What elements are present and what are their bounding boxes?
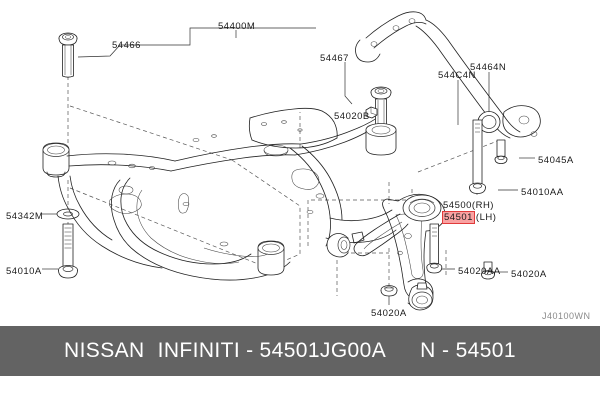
- callout-54464N: 54464N: [470, 62, 507, 73]
- brace-bar-544C4N: [355, 11, 541, 139]
- nut-54020A-right: [481, 261, 495, 280]
- callout-54020A-left: 54020A: [371, 308, 407, 319]
- callout-544C4N: 544C4N: [438, 70, 476, 81]
- callout-54010AA: 54010AA: [521, 187, 564, 198]
- bolt-54010A: [58, 223, 78, 279]
- banner-part-code: N - 54501: [420, 339, 516, 362]
- bolt-54020AA: [426, 223, 443, 274]
- callout-54466: 54466: [112, 40, 141, 51]
- callout-54020A-right: 54020A: [511, 269, 547, 280]
- nut-54020A-left: [380, 285, 398, 297]
- banner-brand-infiniti: INFINITI: [157, 339, 241, 362]
- bolt-54010AA: [469, 119, 486, 194]
- callout-54045A: 54045A: [538, 155, 574, 166]
- callout-54020AA: 54020AA: [458, 266, 501, 277]
- callout-54467: 54467: [320, 53, 349, 64]
- callout-54010A: 54010A: [6, 266, 42, 277]
- callout-54342M: 54342M: [6, 211, 44, 222]
- bolt-54466: [58, 32, 78, 78]
- highlighted-part-number: 54501: [442, 211, 475, 224]
- bolt-54045A: [494, 139, 508, 164]
- brand-banner: NISSAN INFINITI - 54501JG00A N - 54501: [0, 326, 600, 376]
- brand-banner-content: NISSAN INFINITI - 54501JG00A N - 54501: [0, 339, 600, 363]
- nut-54020B: [365, 106, 378, 119]
- callout-54400M: 54400M: [218, 21, 256, 32]
- banner-brand-nissan: NISSAN: [64, 339, 145, 362]
- callout-54501-lh-row: 54501(LH): [442, 211, 497, 224]
- stud-54467: [365, 86, 397, 156]
- banner-separator: -: [246, 339, 254, 362]
- washer-54342M: [56, 208, 80, 220]
- bushing-ring-54464N: [477, 111, 501, 133]
- callout-54500-rh: 54500(RH): [443, 200, 494, 211]
- diagram-watermark: J40100WN: [542, 311, 591, 321]
- leader-lines: [42, 27, 535, 305]
- lower-control-arm-54501: [326, 193, 446, 311]
- front-suspension-subframe-54400M: [42, 107, 397, 281]
- banner-part-number: 54501JG00A: [259, 339, 387, 362]
- callout-54020B: 54020B: [334, 111, 370, 122]
- callout-lh-suffix: (LH): [475, 212, 497, 223]
